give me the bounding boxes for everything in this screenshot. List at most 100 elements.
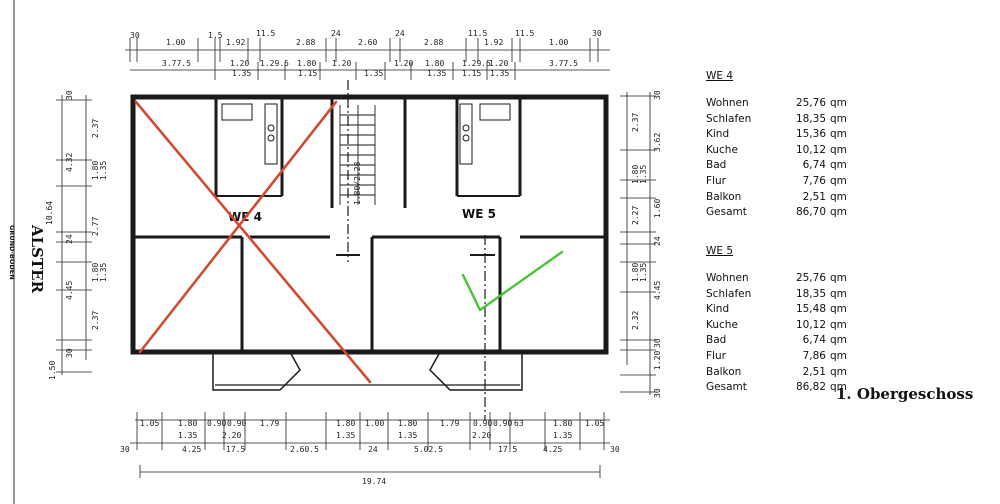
top-dimension-labels: 30 1.00 1.5 1.92 11.5 2.88 24 2.60 24 2.… bbox=[130, 29, 602, 78]
svg-text:1.92: 1.92 bbox=[484, 38, 503, 47]
svg-text:2.37: 2.37 bbox=[91, 119, 100, 138]
svg-text:5.02.5: 5.02.5 bbox=[414, 445, 443, 454]
svg-text:1.80: 1.80 bbox=[631, 263, 640, 282]
svg-text:24: 24 bbox=[368, 445, 378, 454]
svg-text:17.5: 17.5 bbox=[498, 445, 517, 454]
svg-text:24: 24 bbox=[331, 29, 341, 38]
svg-text:1.15: 1.15 bbox=[462, 69, 481, 78]
svg-text:10.64: 10.64 bbox=[45, 201, 54, 225]
svg-text:3.77.5: 3.77.5 bbox=[162, 59, 191, 68]
svg-text:1.80: 1.80 bbox=[631, 165, 640, 184]
svg-text:1.20: 1.20 bbox=[489, 59, 508, 68]
svg-text:1.05: 1.05 bbox=[585, 419, 604, 428]
brand-logo: ALSTER GRUND·BODEN bbox=[8, 224, 46, 294]
svg-text:1.00: 1.00 bbox=[166, 38, 185, 47]
svg-text:1.35: 1.35 bbox=[639, 165, 648, 184]
svg-text:2.20: 2.20 bbox=[222, 431, 241, 440]
svg-text:1.80: 1.80 bbox=[336, 419, 355, 428]
svg-text:1.35: 1.35 bbox=[364, 69, 383, 78]
svg-text:1.35: 1.35 bbox=[639, 263, 648, 282]
svg-text:1.80: 1.80 bbox=[425, 59, 444, 68]
section-lines bbox=[347, 80, 486, 420]
svg-text:30: 30 bbox=[65, 90, 74, 100]
svg-text:24: 24 bbox=[395, 29, 405, 38]
svg-text:1.29.5: 1.29.5 bbox=[462, 59, 491, 68]
svg-text:1.79: 1.79 bbox=[260, 419, 279, 428]
svg-text:30: 30 bbox=[65, 348, 74, 358]
right-dimension-labels: 30 2.37 3.62 1.80 1.35 2.27 1.60 24 1.80… bbox=[631, 90, 662, 398]
svg-text:2.37: 2.37 bbox=[91, 311, 100, 330]
kitchen-fixtures bbox=[221, 103, 511, 165]
stairwell bbox=[339, 105, 376, 205]
svg-text:2.60: 2.60 bbox=[358, 38, 377, 47]
svg-text:30: 30 bbox=[610, 445, 620, 454]
svg-text:1.80: 1.80 bbox=[178, 419, 197, 428]
overall-dimension: 19.74 bbox=[362, 477, 386, 486]
svg-text:2.32: 2.32 bbox=[631, 311, 640, 330]
svg-text:1.20: 1.20 bbox=[332, 59, 351, 68]
svg-text:1.80: 1.80 bbox=[398, 419, 417, 428]
area-table-heading: WE 5 bbox=[706, 245, 734, 257]
brand-subtitle: GRUND·BODEN bbox=[8, 225, 16, 280]
room-label-we5: WE 5 bbox=[462, 207, 496, 221]
svg-text:3.62: 3.62 bbox=[653, 133, 662, 152]
svg-text:30: 30 bbox=[653, 388, 662, 398]
svg-text:4.45: 4.45 bbox=[653, 281, 662, 300]
svg-text:30: 30 bbox=[592, 29, 602, 38]
svg-text:63: 63 bbox=[514, 419, 524, 428]
svg-text:1.15: 1.15 bbox=[298, 69, 317, 78]
svg-text:0.90: 0.90 bbox=[473, 419, 492, 428]
bottom-dimensions bbox=[130, 412, 610, 478]
svg-text:2.27: 2.27 bbox=[631, 206, 640, 225]
svg-text:1.35: 1.35 bbox=[99, 161, 108, 180]
svg-text:0.90: 0.90 bbox=[493, 419, 512, 428]
svg-text:1.5: 1.5 bbox=[208, 31, 223, 40]
svg-text:1.80: 1.80 bbox=[91, 161, 100, 180]
svg-text:1.20: 1.20 bbox=[394, 59, 413, 68]
svg-text:1.35: 1.35 bbox=[398, 431, 417, 440]
svg-text:24: 24 bbox=[653, 236, 662, 246]
svg-text:1.00: 1.00 bbox=[549, 38, 568, 47]
svg-text:1.79: 1.79 bbox=[440, 419, 459, 428]
stair-dimension: 1.80/2.28 bbox=[353, 161, 362, 205]
svg-text:4.25: 4.25 bbox=[543, 445, 562, 454]
svg-text:1.50: 1.50 bbox=[48, 361, 57, 380]
svg-text:30: 30 bbox=[653, 338, 662, 348]
svg-text:3.77.5: 3.77.5 bbox=[549, 59, 578, 68]
svg-text:2.88: 2.88 bbox=[424, 38, 443, 47]
svg-text:1.80: 1.80 bbox=[91, 263, 100, 282]
svg-text:1.80: 1.80 bbox=[553, 419, 572, 428]
svg-text:4.25: 4.25 bbox=[182, 445, 201, 454]
svg-text:2.20: 2.20 bbox=[472, 431, 491, 440]
top-dimensions bbox=[125, 38, 610, 80]
svg-text:1.35: 1.35 bbox=[553, 431, 572, 440]
svg-text:1.60: 1.60 bbox=[653, 199, 662, 218]
svg-text:1.35: 1.35 bbox=[99, 263, 108, 282]
bottom-dimension-labels: 1.05 1.80 0.90 0.90 1.79 1.80 1.00 1.80 … bbox=[120, 419, 620, 486]
svg-text:1.35: 1.35 bbox=[427, 69, 446, 78]
right-dimensions bbox=[620, 92, 656, 395]
brand-name: ALSTER bbox=[28, 224, 46, 294]
svg-text:1.20: 1.20 bbox=[230, 59, 249, 68]
svg-text:4.45: 4.45 bbox=[65, 281, 74, 300]
svg-text:1.05: 1.05 bbox=[140, 419, 159, 428]
svg-text:11.5: 11.5 bbox=[256, 29, 275, 38]
svg-text:30: 30 bbox=[120, 445, 130, 454]
svg-text:1.35: 1.35 bbox=[178, 431, 197, 440]
